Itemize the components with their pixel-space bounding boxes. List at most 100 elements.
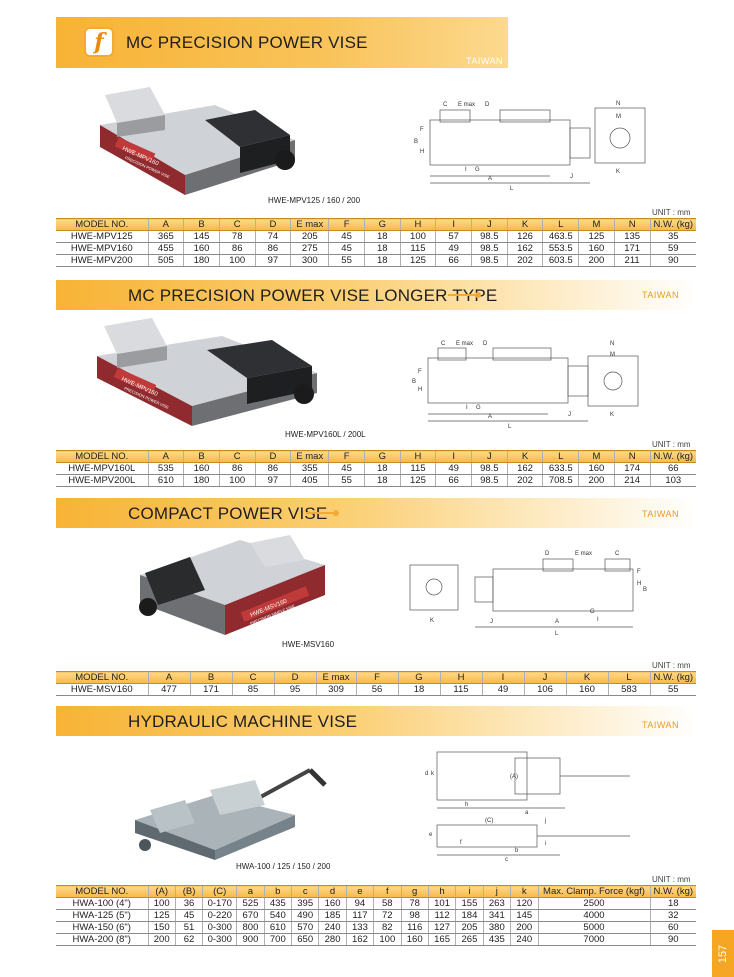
value-cell: 211 — [613, 254, 650, 267]
value-cell: 180 — [183, 474, 220, 487]
section-title: MC PRECISION POWER VISE LONGER TYPE — [128, 286, 498, 305]
value-cell: 72 — [373, 909, 401, 922]
value-cell: 135 — [613, 230, 650, 243]
svg-text:L: L — [508, 424, 512, 430]
value-cell: 100 — [399, 230, 436, 243]
svg-text:I: I — [465, 167, 467, 173]
value-cell: 240 — [318, 921, 347, 934]
section-banner-1: MC PRECISION POWER VISE TAIWAN — [56, 17, 508, 68]
svg-text:I: I — [466, 405, 468, 411]
svg-text:H: H — [420, 149, 424, 155]
svg-text:d: d — [425, 771, 428, 777]
svg-text:D: D — [485, 102, 490, 108]
col-header: J — [471, 450, 508, 463]
value-cell: 49 — [435, 462, 472, 475]
product-caption: HWE-MPV160L / 200L — [285, 430, 366, 439]
svg-text:K: K — [616, 169, 620, 175]
col-header: N.W. (kg) — [649, 218, 696, 231]
value-cell: 355 — [290, 462, 329, 475]
value-cell: 112 — [427, 909, 456, 922]
col-header: MODEL NO. — [56, 885, 148, 898]
svg-text:M: M — [616, 114, 621, 120]
svg-text:i: i — [545, 841, 546, 847]
value-cell: 160 — [400, 933, 429, 946]
col-header: MODEL NO. — [56, 218, 148, 231]
col-header: D — [273, 671, 316, 684]
value-cell: 214 — [613, 474, 650, 487]
svg-text:h: h — [465, 802, 468, 808]
svg-text:C: C — [443, 102, 448, 108]
product-caption: HWE-MPV125 / 160 / 200 — [268, 196, 361, 205]
value-cell: 708.5 — [542, 474, 579, 487]
svg-text:J: J — [490, 619, 493, 625]
col-header: L — [542, 218, 579, 231]
value-cell: 95 — [273, 683, 316, 696]
section-banner-4: HYDRAULIC MACHINE VISE TAIWAN — [56, 706, 696, 736]
value-cell: 59 — [649, 242, 696, 255]
svg-text:(C): (C) — [485, 818, 493, 824]
col-header: H — [399, 450, 436, 463]
value-cell: 4000 — [537, 909, 650, 922]
value-cell: 125 — [399, 474, 436, 487]
value-cell: 165 — [427, 933, 456, 946]
banner-arrow-icon — [306, 510, 339, 516]
value-cell: 171 — [613, 242, 650, 255]
col-header: j — [482, 885, 511, 898]
value-cell: 66 — [649, 462, 696, 475]
col-header: A — [147, 450, 184, 463]
value-cell: 700 — [263, 933, 292, 946]
svg-text:E max: E max — [456, 341, 473, 347]
col-header: f — [373, 885, 401, 898]
page-number: 157 — [712, 930, 734, 977]
col-header: i — [455, 885, 484, 898]
value-cell: 160 — [183, 242, 220, 255]
value-cell: 86 — [254, 462, 291, 475]
col-header: b — [263, 885, 292, 898]
svg-text:B: B — [643, 587, 647, 593]
value-cell: 100 — [218, 474, 256, 487]
vise-photo-msv: HWE-MSV160 PRECISION SIMPLE VISE — [139, 535, 325, 635]
value-cell: 32 — [649, 909, 696, 922]
value-cell: 78 — [218, 230, 256, 243]
value-cell: 115 — [399, 462, 436, 475]
col-header: B — [183, 218, 220, 231]
col-header: K — [506, 218, 543, 231]
value-cell: 160 — [318, 897, 347, 910]
svg-text:D: D — [545, 551, 550, 557]
col-header: E max — [290, 218, 329, 231]
col-header: B — [189, 671, 232, 684]
value-cell: 90 — [649, 254, 696, 267]
col-header: (B) — [174, 885, 203, 898]
unit-label: UNIT : mm — [652, 440, 691, 449]
col-header: G — [363, 450, 401, 463]
svg-text:e: e — [429, 832, 433, 838]
value-cell: 60 — [649, 921, 696, 934]
value-cell: 55 — [328, 254, 365, 267]
col-header: d — [318, 885, 347, 898]
value-cell: 49 — [435, 242, 472, 255]
value-cell: 18 — [363, 462, 401, 475]
svg-text:J: J — [570, 174, 573, 180]
svg-text:H: H — [418, 387, 422, 393]
value-cell: 200 — [147, 933, 176, 946]
col-header: B — [183, 450, 220, 463]
value-cell: 117 — [345, 909, 374, 922]
value-cell: 900 — [236, 933, 265, 946]
col-header: L — [542, 450, 579, 463]
value-cell: 86 — [218, 242, 256, 255]
svg-text:b: b — [515, 848, 519, 854]
col-header: H — [439, 671, 482, 684]
dimension-drawing-3: D E max C F H B G I A J L K — [409, 551, 647, 637]
value-cell: 162 — [345, 933, 374, 946]
value-cell: 98.5 — [471, 474, 508, 487]
value-cell: 97 — [254, 474, 291, 487]
value-cell: 200 — [578, 254, 615, 267]
svg-text:D: D — [483, 341, 488, 347]
value-cell: 18 — [363, 230, 401, 243]
value-cell: 94 — [345, 897, 374, 910]
value-cell: 100 — [147, 897, 176, 910]
value-cell: 18 — [363, 254, 401, 267]
value-cell: 98.5 — [471, 254, 508, 267]
